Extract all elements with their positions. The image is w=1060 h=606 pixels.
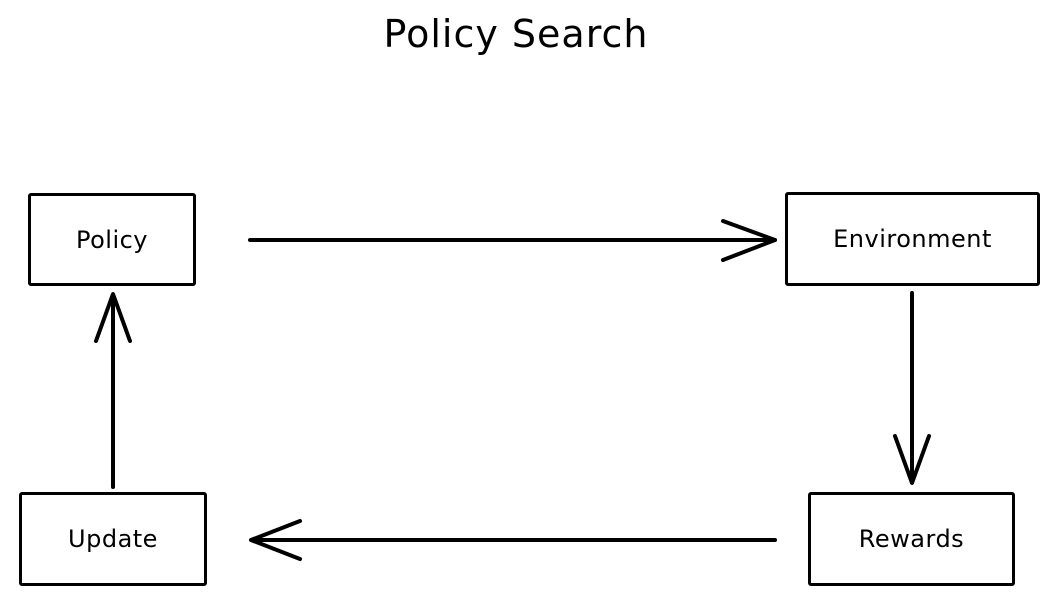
diagram-title: Policy Search — [383, 12, 649, 56]
node-update: Update — [19, 492, 207, 586]
arrow-policy-to-environment-icon — [248, 219, 777, 262]
node-rewards-label: Rewards — [858, 525, 965, 553]
node-update-label: Update — [68, 525, 158, 553]
arrow-rewards-to-update-icon — [249, 519, 777, 561]
node-environment: Environment — [785, 192, 1040, 286]
node-policy-label: Policy — [75, 225, 149, 254]
node-environment-label: Environment — [833, 225, 992, 253]
arrow-environment-to-rewards-icon — [893, 291, 931, 485]
arrow-update-to-policy-icon — [94, 292, 132, 489]
arrowhead-right-icon — [721, 219, 777, 262]
arrowhead-down-icon — [893, 434, 931, 485]
arrowhead-up-icon — [94, 292, 132, 343]
node-rewards: Rewards — [808, 492, 1015, 586]
arrowhead-left-icon — [249, 519, 302, 561]
node-policy: Policy — [28, 193, 196, 286]
